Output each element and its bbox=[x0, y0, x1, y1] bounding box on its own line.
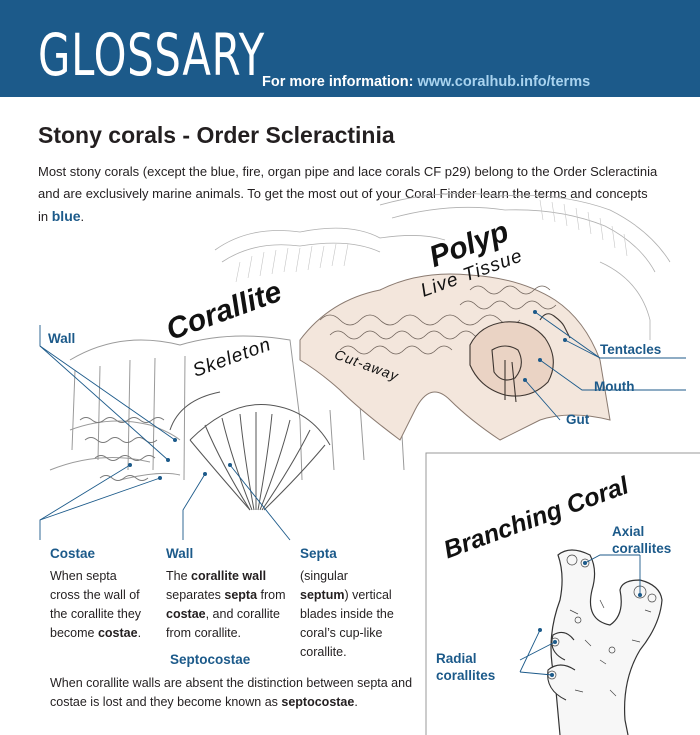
septa-text-1: (singular bbox=[300, 569, 348, 583]
more-info-url-link[interactable]: www.coralhub.info/terms bbox=[417, 74, 591, 90]
wall-bold-2: septa bbox=[224, 588, 258, 602]
wall-text-3: from bbox=[257, 588, 286, 602]
septa-text-2: ) vertical blades inside the coral’s cup… bbox=[300, 588, 394, 659]
axial-corallites-label: Axial corallites bbox=[612, 524, 672, 556]
septocostae-bold-1: septocostae bbox=[281, 695, 355, 709]
more-info-prefix: For more information: bbox=[262, 74, 414, 90]
hatch-lines bbox=[235, 199, 628, 283]
wall-description: The corallite wall separates septa from … bbox=[166, 567, 286, 643]
septocostae-label: Septocostae bbox=[170, 652, 251, 667]
costae-text-1: When septa cross the wall of the coralli… bbox=[50, 569, 142, 640]
polyp-folds bbox=[319, 285, 557, 355]
septocostae-text-1: When corallite walls are absent the dist… bbox=[50, 676, 413, 709]
costae-text-2: . bbox=[137, 626, 142, 640]
costae-label: Costae bbox=[50, 546, 96, 561]
leader-lines bbox=[39, 311, 686, 541]
skeleton-columns bbox=[49, 335, 405, 481]
septa-bold-1: septum bbox=[300, 588, 345, 602]
costae-waves bbox=[79, 417, 165, 481]
header-banner: GLOSSARY For more information: www.coral… bbox=[0, 0, 700, 97]
wall-bold-3: costae bbox=[166, 607, 206, 621]
costae-description: When septa cross the wall of the coralli… bbox=[50, 567, 150, 643]
gut-label: Gut bbox=[566, 412, 590, 427]
branching-coral-box bbox=[425, 452, 700, 735]
intro-highlight: blue bbox=[51, 208, 81, 224]
costae-bold-1: costae bbox=[97, 626, 138, 640]
polyp-cutaway bbox=[469, 313, 571, 403]
wall-text-2: separates bbox=[166, 588, 225, 602]
mouth-label: Mouth bbox=[594, 379, 635, 394]
radial-corallites-label: Radial corallites bbox=[436, 651, 496, 683]
section-title: Stony corals - Order Scleractinia bbox=[38, 122, 395, 148]
septa-label: Septa bbox=[300, 546, 337, 561]
septocostae-text-2: . bbox=[354, 695, 358, 709]
septa-description: (singular septum) vertical blades inside… bbox=[300, 567, 400, 662]
polyp-tissue bbox=[299, 273, 611, 441]
wall-text-4: , and corallite from corallite. bbox=[166, 607, 280, 640]
wall-text-1: The bbox=[166, 569, 192, 583]
glossary-title: GLOSSARY bbox=[38, 21, 265, 89]
more-info-line: For more information: www.coralhub.info/… bbox=[262, 74, 590, 90]
intro-text: Most stony corals (except the blue, fire… bbox=[38, 164, 658, 224]
leader-dots bbox=[128, 310, 567, 480]
tentacles-label: Tentacles bbox=[600, 342, 662, 357]
background-sketch bbox=[214, 193, 671, 340]
wall-top-label: Wall bbox=[48, 331, 76, 346]
wall-label: Wall bbox=[166, 546, 194, 561]
wall-bold-1: corallite wall bbox=[191, 569, 267, 583]
septocostae-description: When corallite walls are absent the dist… bbox=[50, 674, 430, 712]
intro-paragraph: Most stony corals (except the blue, fire… bbox=[38, 161, 658, 228]
septa-fan bbox=[169, 391, 331, 511]
intro-end: . bbox=[80, 209, 85, 224]
